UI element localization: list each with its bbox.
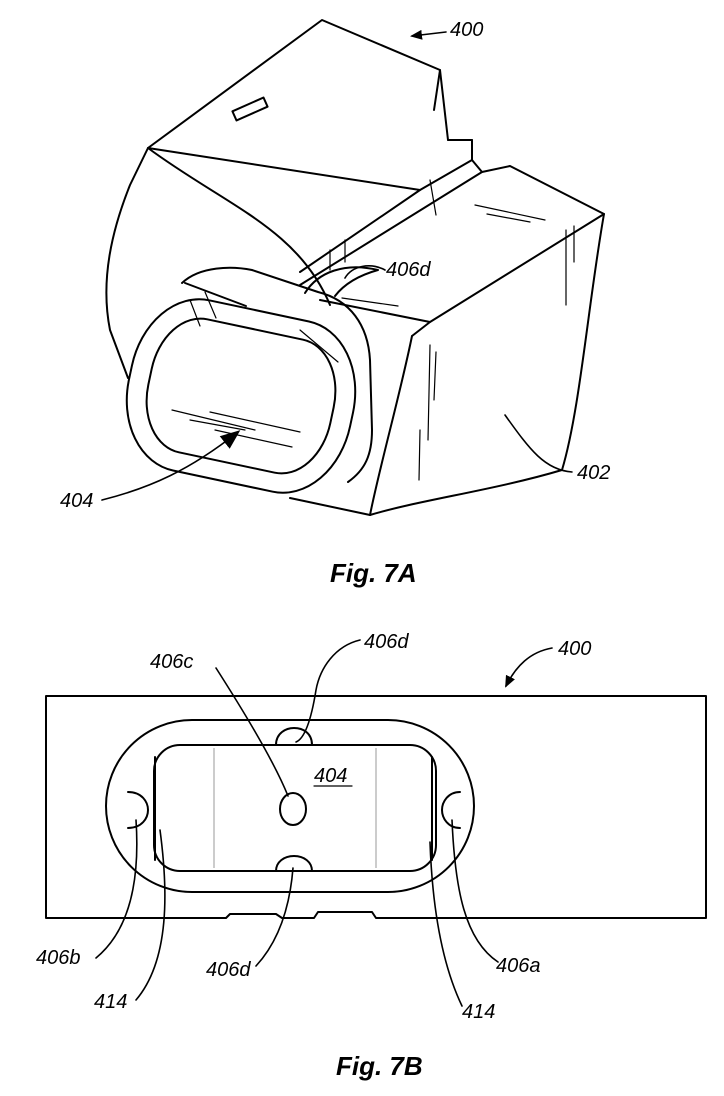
- leader-406a: [451, 819, 499, 963]
- figure-7b: 404 400 406d 406c 406d 406b 414 406a 414…: [36, 631, 707, 1081]
- port-406d-bottom: [275, 855, 313, 872]
- leader-404-7a: [101, 430, 241, 501]
- port-406b-left: [127, 791, 149, 829]
- port-406d-top: [275, 727, 313, 746]
- ref-400-7a: 400: [450, 19, 483, 41]
- ref-414-left: 414: [94, 991, 127, 1013]
- body-block-402: [289, 165, 605, 516]
- leader-406d-7a: [344, 265, 386, 279]
- nozzle-outer-rim: [125, 298, 357, 494]
- inner-opening-404: [153, 744, 437, 872]
- ref-406d-7a: 406d: [386, 259, 431, 281]
- leader-406c: [215, 667, 289, 797]
- ref-406a: 406a: [496, 955, 541, 977]
- ref-402: 402: [577, 462, 610, 484]
- leader-406d-top: [295, 639, 361, 743]
- ref-404-7a: 404: [60, 490, 93, 512]
- caption-fig-7a: Fig. 7A: [330, 558, 417, 588]
- port-406a-right: [441, 791, 461, 829]
- leader-400-7a: [410, 29, 447, 40]
- leader-414-left: [135, 829, 166, 1001]
- ref-406d-top: 406d: [364, 631, 409, 653]
- figure-7a: 400 406d 404 402 Fig. 7A: [60, 19, 610, 588]
- oval-nozzle: [125, 266, 373, 494]
- port-406c-center: [279, 792, 307, 826]
- ref-406b: 406b: [36, 947, 81, 969]
- ref-406c: 406c: [150, 651, 193, 673]
- caption-fig-7b: Fig. 7B: [336, 1051, 423, 1081]
- leader-406b: [95, 819, 138, 959]
- upper-housing: [105, 19, 483, 379]
- leader-402: [504, 414, 573, 473]
- end-face-outline: [45, 695, 707, 919]
- nozzle-inner-rim: [145, 317, 337, 475]
- ref-414-right: 414: [462, 1001, 495, 1023]
- ref-400-7b: 400: [558, 638, 591, 660]
- top-slot: [231, 96, 269, 122]
- ref-406d-bottom: 406d: [206, 959, 251, 981]
- leader-400-7b: [505, 647, 553, 688]
- port-406d-opening: [304, 266, 379, 297]
- leader-414-right: [429, 841, 463, 1007]
- ref-404-7b: 404: [314, 765, 347, 787]
- leader-406d-bottom: [255, 867, 294, 967]
